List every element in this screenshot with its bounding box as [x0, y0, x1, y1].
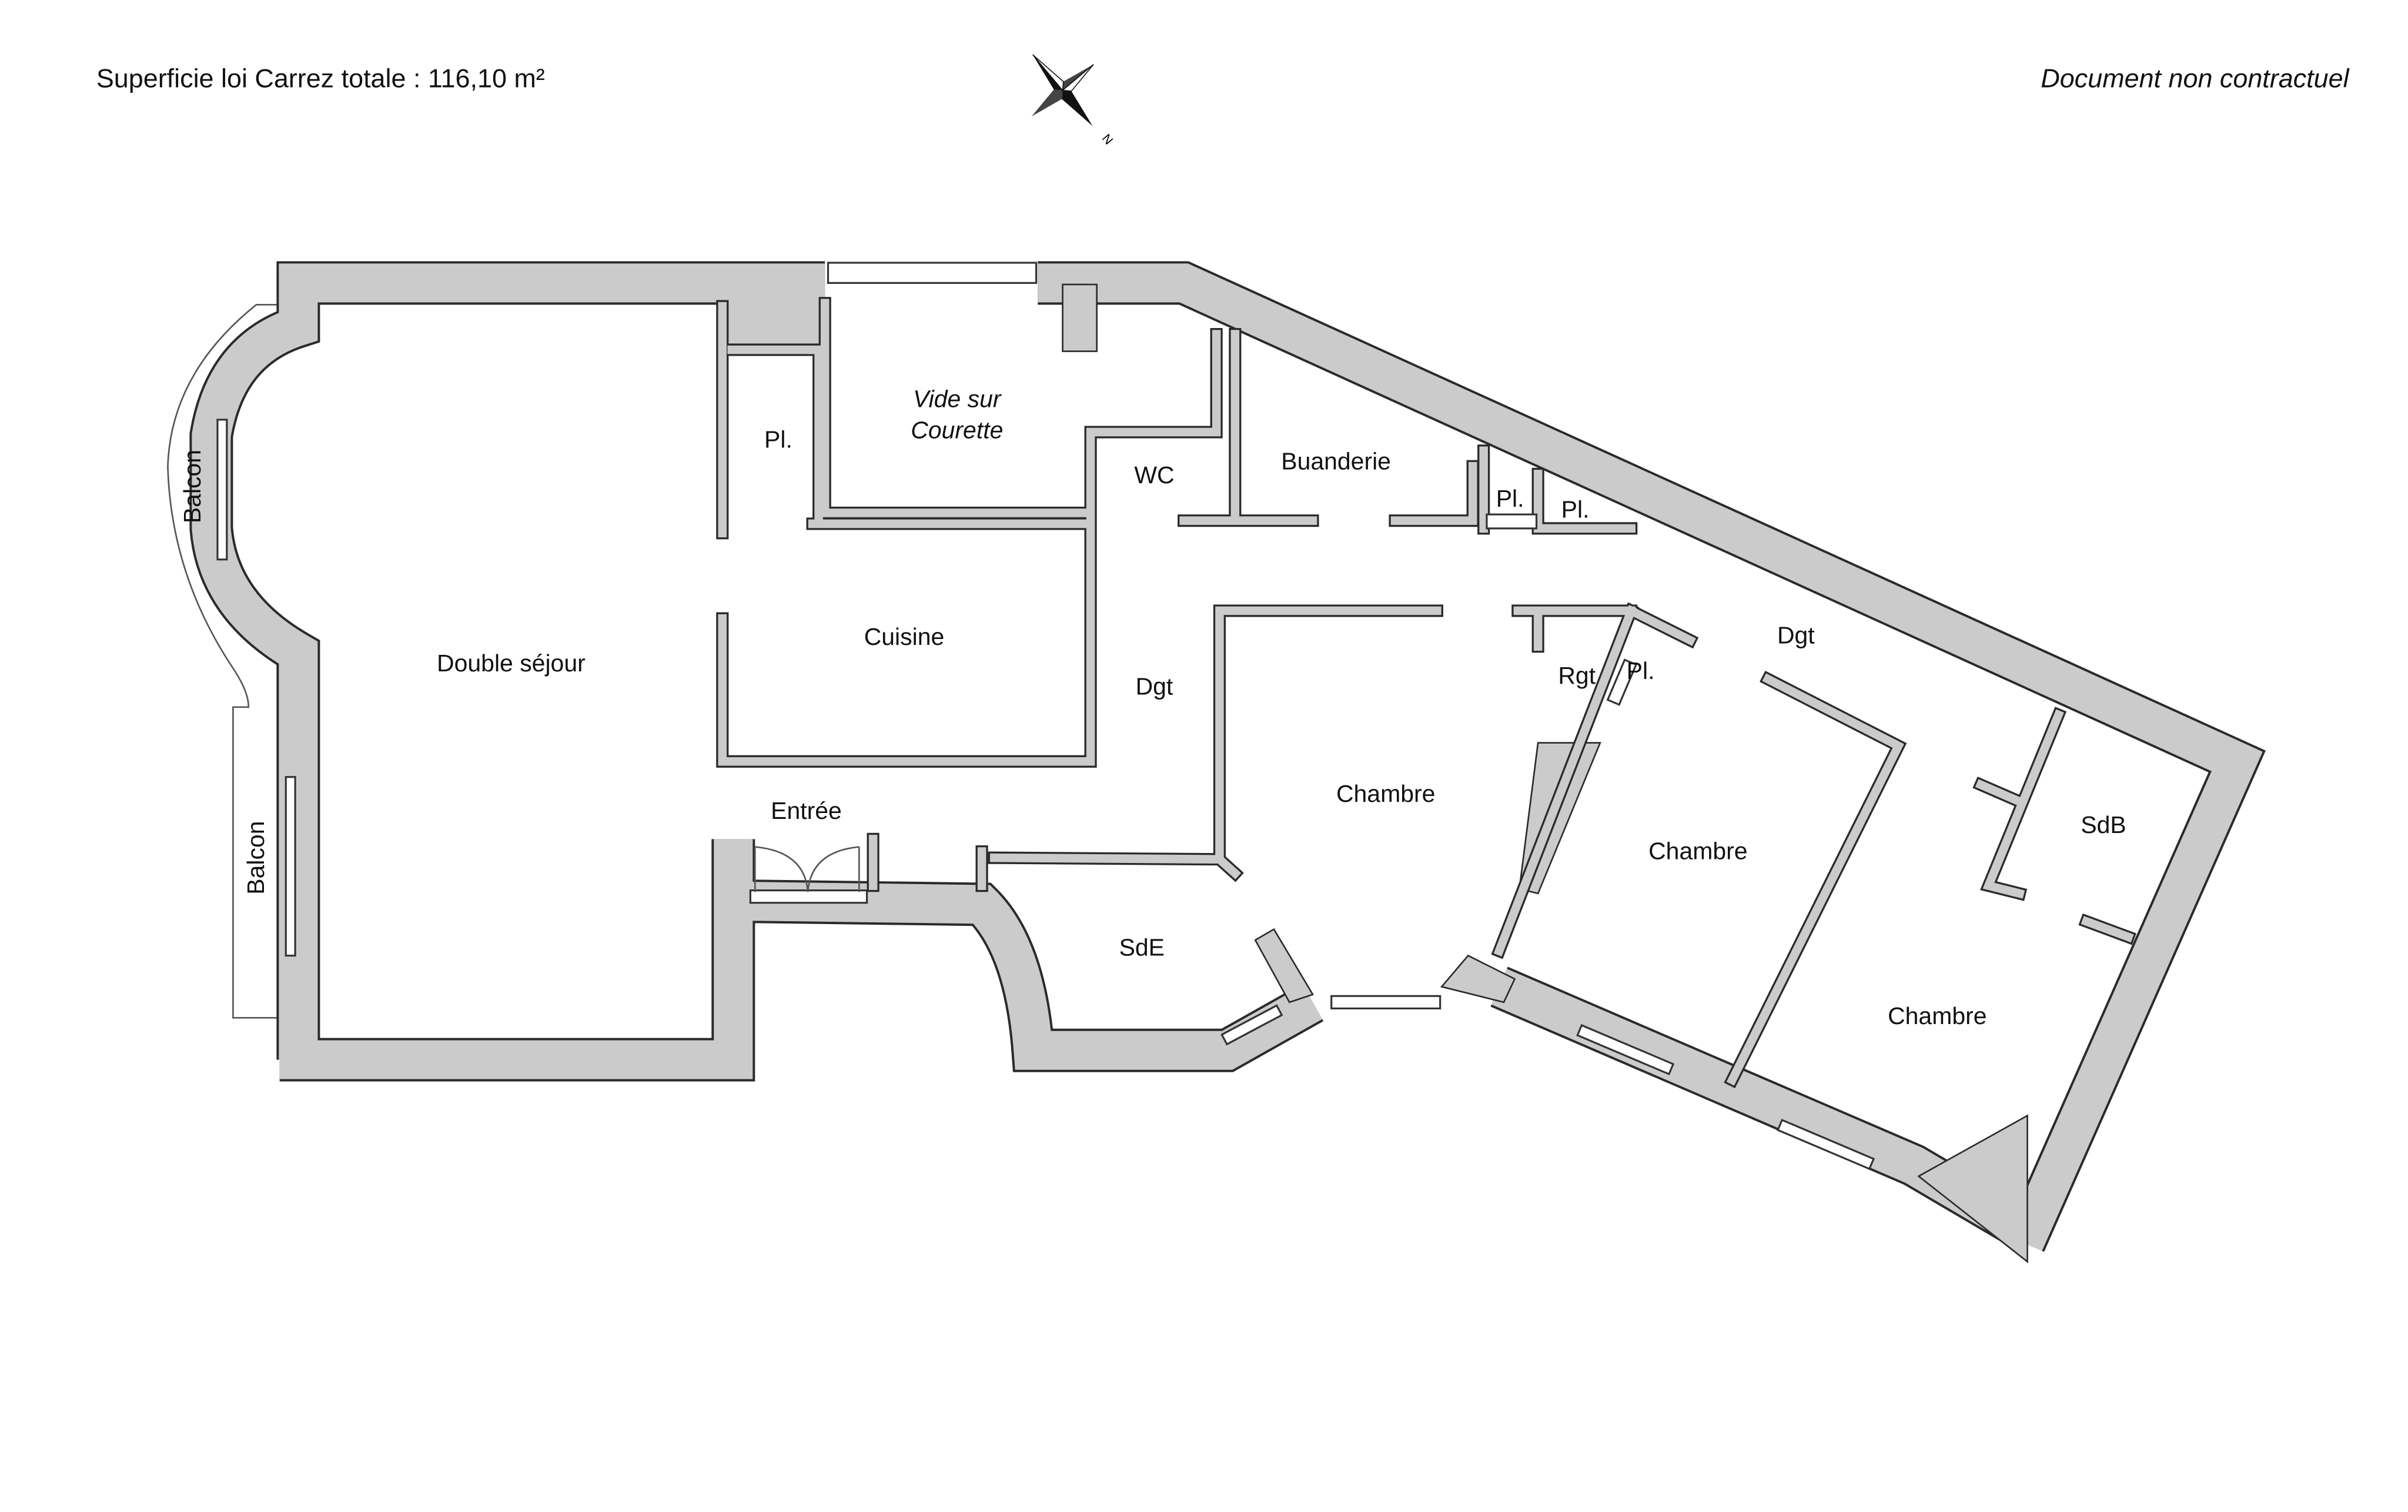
room-placard-1: Pl. — [764, 426, 792, 453]
room-vide-line1: Vide sur — [913, 386, 1002, 413]
room-dgt-2: Dgt — [1777, 621, 1815, 648]
interior-walls — [716, 297, 2136, 1089]
room-chambre-3: Chambre — [1888, 1002, 1986, 1029]
exterior-walls — [189, 261, 2266, 1263]
room-placard-2: Pl. — [1496, 485, 1524, 512]
room-dgt-1: Dgt — [1136, 673, 1173, 700]
disclaimer-text: Document non contractuel — [2041, 63, 2349, 93]
room-sdb: SdB — [2081, 811, 2126, 838]
total-area-label: Superficie loi Carrez totale : 116,10 m² — [96, 63, 545, 93]
room-sde: SdE — [1119, 934, 1165, 961]
balcony-outline-1 — [167, 304, 279, 1019]
room-placard-4: Pl. — [1627, 657, 1655, 684]
room-cuisine: Cuisine — [864, 623, 945, 650]
room-placard-3: Pl. — [1561, 496, 1590, 523]
room-entree: Entrée — [771, 797, 842, 824]
windows — [216, 262, 1875, 1170]
entry-door[interactable] — [754, 846, 860, 892]
room-balcon-2: Balcon — [242, 821, 269, 894]
compass-north-letter: N — [1099, 132, 1115, 147]
room-double-sejour: Double séjour — [437, 650, 586, 677]
room-chambre-2: Chambre — [1648, 838, 1747, 865]
room-buanderie: Buanderie — [1281, 447, 1391, 474]
room-wc: WC — [1134, 461, 1174, 489]
compass-rose-icon — [1031, 54, 1094, 126]
room-balcon-1: Balcon — [179, 450, 206, 523]
room-vide-line2: Courette — [911, 417, 1003, 444]
room-chambre-1: Chambre — [1336, 780, 1435, 807]
room-rgt: Rgt — [1558, 662, 1596, 689]
